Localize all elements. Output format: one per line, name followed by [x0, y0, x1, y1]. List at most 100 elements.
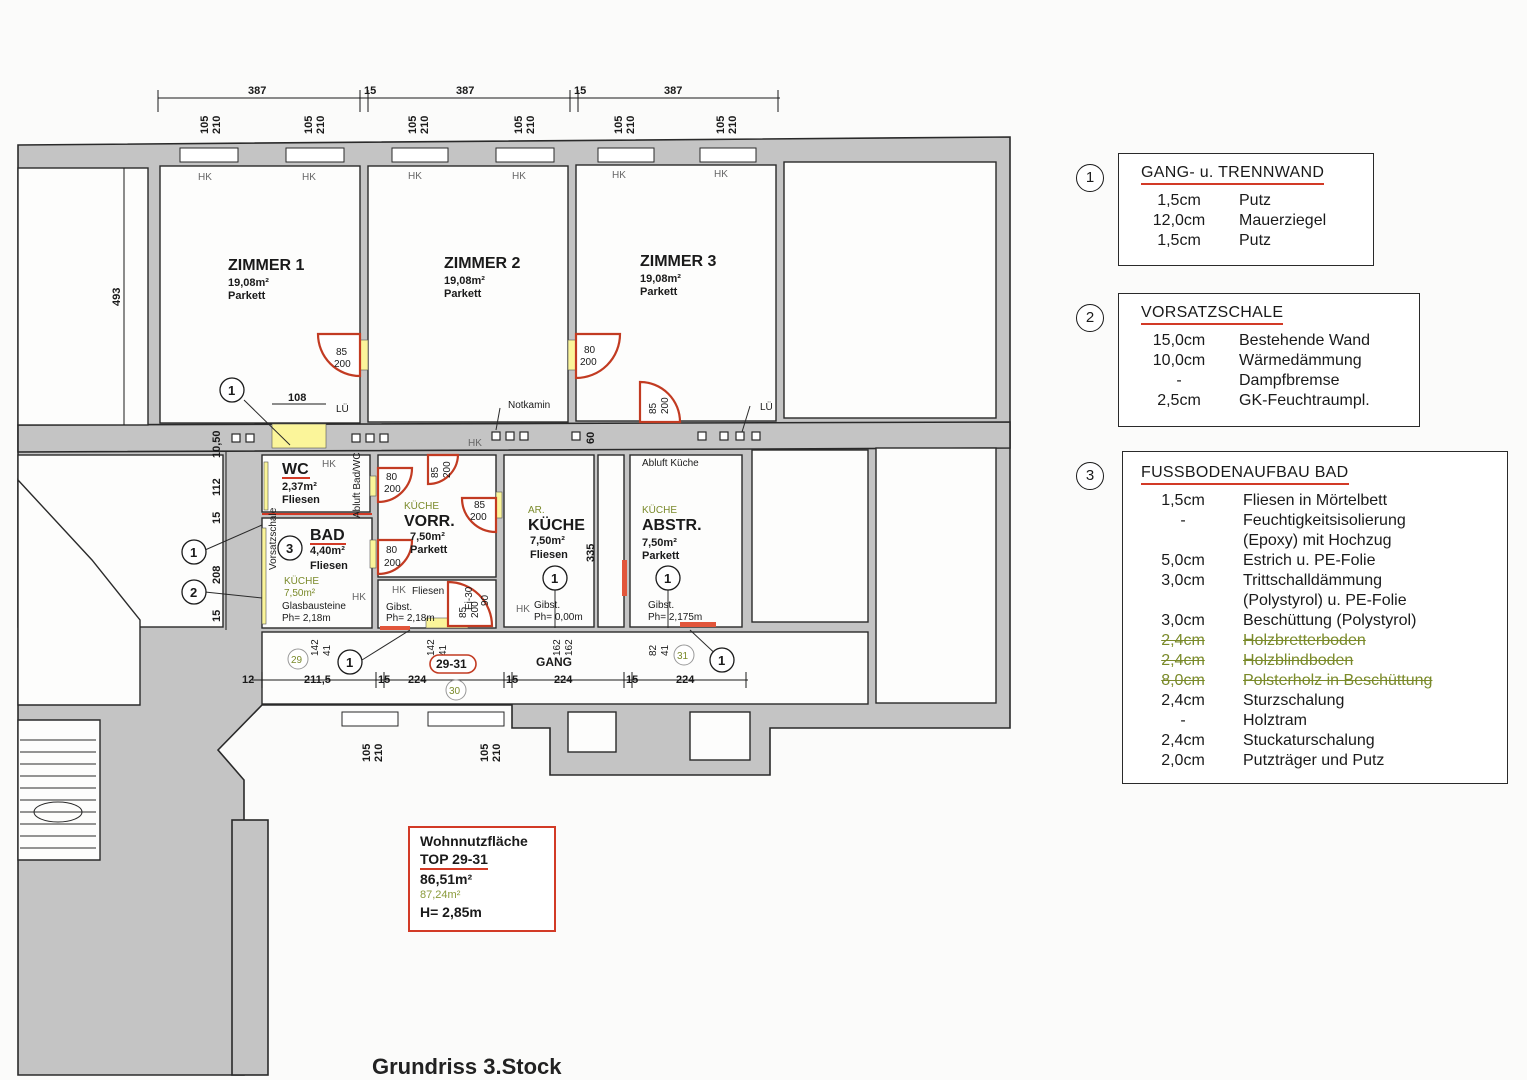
svg-text:15: 15 — [378, 674, 390, 686]
svg-text:2: 2 — [190, 585, 197, 600]
svg-text:210: 210 — [727, 116, 739, 134]
svg-text:85: 85 — [648, 402, 659, 414]
svg-text:112: 112 — [211, 478, 223, 496]
svg-text:HK: HK — [612, 170, 626, 181]
svg-text:224: 224 — [676, 674, 695, 686]
svg-text:Fliesen: Fliesen — [310, 560, 348, 572]
room-labels: ZIMMER 1 19,08m² Parkett ZIMMER 2 19,08m… — [228, 253, 717, 572]
svg-text:Gibst.: Gibst. — [648, 600, 674, 611]
svg-text:105: 105 — [479, 744, 491, 762]
doors — [316, 332, 682, 628]
svg-text:HK: HK — [408, 171, 422, 182]
svg-text:LÜ: LÜ — [760, 401, 773, 413]
plan-title: Grundriss 3.Stock — [372, 1054, 562, 1079]
svg-text:19,08m²: 19,08m² — [640, 273, 681, 285]
room-kueche-name: KÜCHE — [528, 515, 585, 534]
svg-text:105: 105 — [715, 116, 727, 134]
svg-text:7,50m²: 7,50m² — [642, 537, 677, 549]
lower-walls — [231, 711, 505, 1076]
svg-text:210: 210 — [525, 116, 537, 134]
svg-text:85: 85 — [430, 466, 441, 478]
svg-text:80: 80 — [386, 472, 398, 483]
vent-squares — [231, 431, 761, 443]
svg-text:142: 142 — [310, 639, 321, 656]
svg-text:200: 200 — [470, 512, 487, 523]
legend-2-title: VORSATZSCHALE — [1141, 304, 1284, 325]
svg-text:105: 105 — [361, 744, 373, 762]
svg-text:2,37m²: 2,37m² — [282, 481, 317, 493]
svg-text:29: 29 — [291, 655, 303, 666]
svg-text:7,50m²: 7,50m² — [284, 588, 316, 599]
svg-text:HK: HK — [714, 169, 728, 180]
svg-text:210: 210 — [625, 116, 637, 134]
svg-text:15: 15 — [506, 674, 518, 686]
svg-text:Ph= 2,175m: Ph= 2,175m — [648, 612, 702, 623]
svg-text:4,40m²: 4,40m² — [310, 545, 345, 557]
summary-height: H= 2,85m — [420, 904, 482, 920]
svg-text:224: 224 — [554, 674, 573, 686]
svg-text:Gibst.: Gibst. — [534, 600, 560, 611]
legend-2-number: 2 — [1076, 304, 1104, 332]
svg-text:41: 41 — [438, 644, 449, 656]
svg-text:200: 200 — [470, 601, 481, 618]
summary-title-2: TOP 29-31 — [420, 850, 488, 870]
room-vorr-name: VORR. — [404, 513, 455, 530]
legend-1-title: GANG- u. TRENNWAND — [1141, 164, 1325, 185]
svg-text:1: 1 — [551, 571, 558, 586]
gang-dimension-chain: 12 211,5 15 224 15 224 15 224 — [242, 672, 748, 688]
svg-text:HK: HK — [322, 459, 336, 470]
top-window-band — [179, 147, 757, 163]
svg-text:41: 41 — [322, 644, 333, 656]
svg-text:Fliesen: Fliesen — [282, 494, 320, 506]
svg-text:HK: HK — [198, 172, 212, 183]
summary-area: 86,51m² — [420, 871, 473, 887]
svg-text:Gibst.: Gibst. — [386, 602, 412, 613]
red-accents — [262, 513, 716, 630]
svg-text:60: 60 — [585, 432, 597, 444]
dim-wc-width: 108 — [288, 392, 306, 404]
svg-text:210: 210 — [491, 744, 503, 762]
svg-text:1: 1 — [228, 383, 235, 398]
svg-text:210: 210 — [315, 116, 327, 134]
yellow-markers — [261, 339, 577, 629]
dim-top-4: 15 — [574, 85, 586, 97]
side-dimensions: 493 108 10,50 112 15 208 15 335 60 — [111, 168, 597, 630]
svg-text:Notkamin: Notkamin — [508, 400, 550, 411]
svg-text:KÜCHE: KÜCHE — [642, 504, 677, 516]
gang-label: GANG — [536, 655, 572, 669]
svg-text:200: 200 — [384, 484, 401, 495]
svg-text:1: 1 — [664, 571, 671, 586]
dim-left-height: 493 — [111, 288, 123, 306]
svg-text:KÜCHE: KÜCHE — [284, 575, 319, 587]
misc-labels: LÜ LÜ Notkamin Abluft Küche Abluft Bad/W… — [268, 400, 773, 701]
svg-text:12: 12 — [242, 674, 254, 686]
dim-top-2: 15 — [364, 85, 376, 97]
svg-text:211,5: 211,5 — [304, 674, 331, 686]
svg-text:Fliesen: Fliesen — [530, 549, 568, 561]
svg-text:7,50m²: 7,50m² — [410, 531, 445, 543]
svg-text:Parkett: Parkett — [444, 288, 482, 300]
svg-text:KÜCHE: KÜCHE — [404, 500, 439, 512]
rooms — [17, 161, 997, 761]
svg-text:30: 30 — [449, 686, 461, 697]
svg-text:224: 224 — [408, 674, 427, 686]
svg-text:Abluft Bad/WC: Abluft Bad/WC — [352, 452, 363, 518]
svg-text:80: 80 — [386, 545, 398, 556]
svg-text:1: 1 — [190, 545, 197, 560]
legend-3-number: 3 — [1076, 462, 1104, 490]
svg-text:208: 208 — [211, 566, 223, 584]
svg-text:1: 1 — [718, 653, 725, 668]
svg-text:LÜ: LÜ — [336, 403, 349, 415]
svg-text:Abluft Küche: Abluft Küche — [642, 458, 699, 469]
summary-title-1: Wohnnutzfläche — [420, 833, 528, 849]
svg-text:85: 85 — [458, 606, 469, 618]
svg-text:HK: HK — [512, 171, 526, 182]
svg-text:HK: HK — [302, 172, 316, 183]
svg-text:Parkett: Parkett — [640, 286, 678, 298]
top-tag: 29-31 — [436, 657, 467, 671]
